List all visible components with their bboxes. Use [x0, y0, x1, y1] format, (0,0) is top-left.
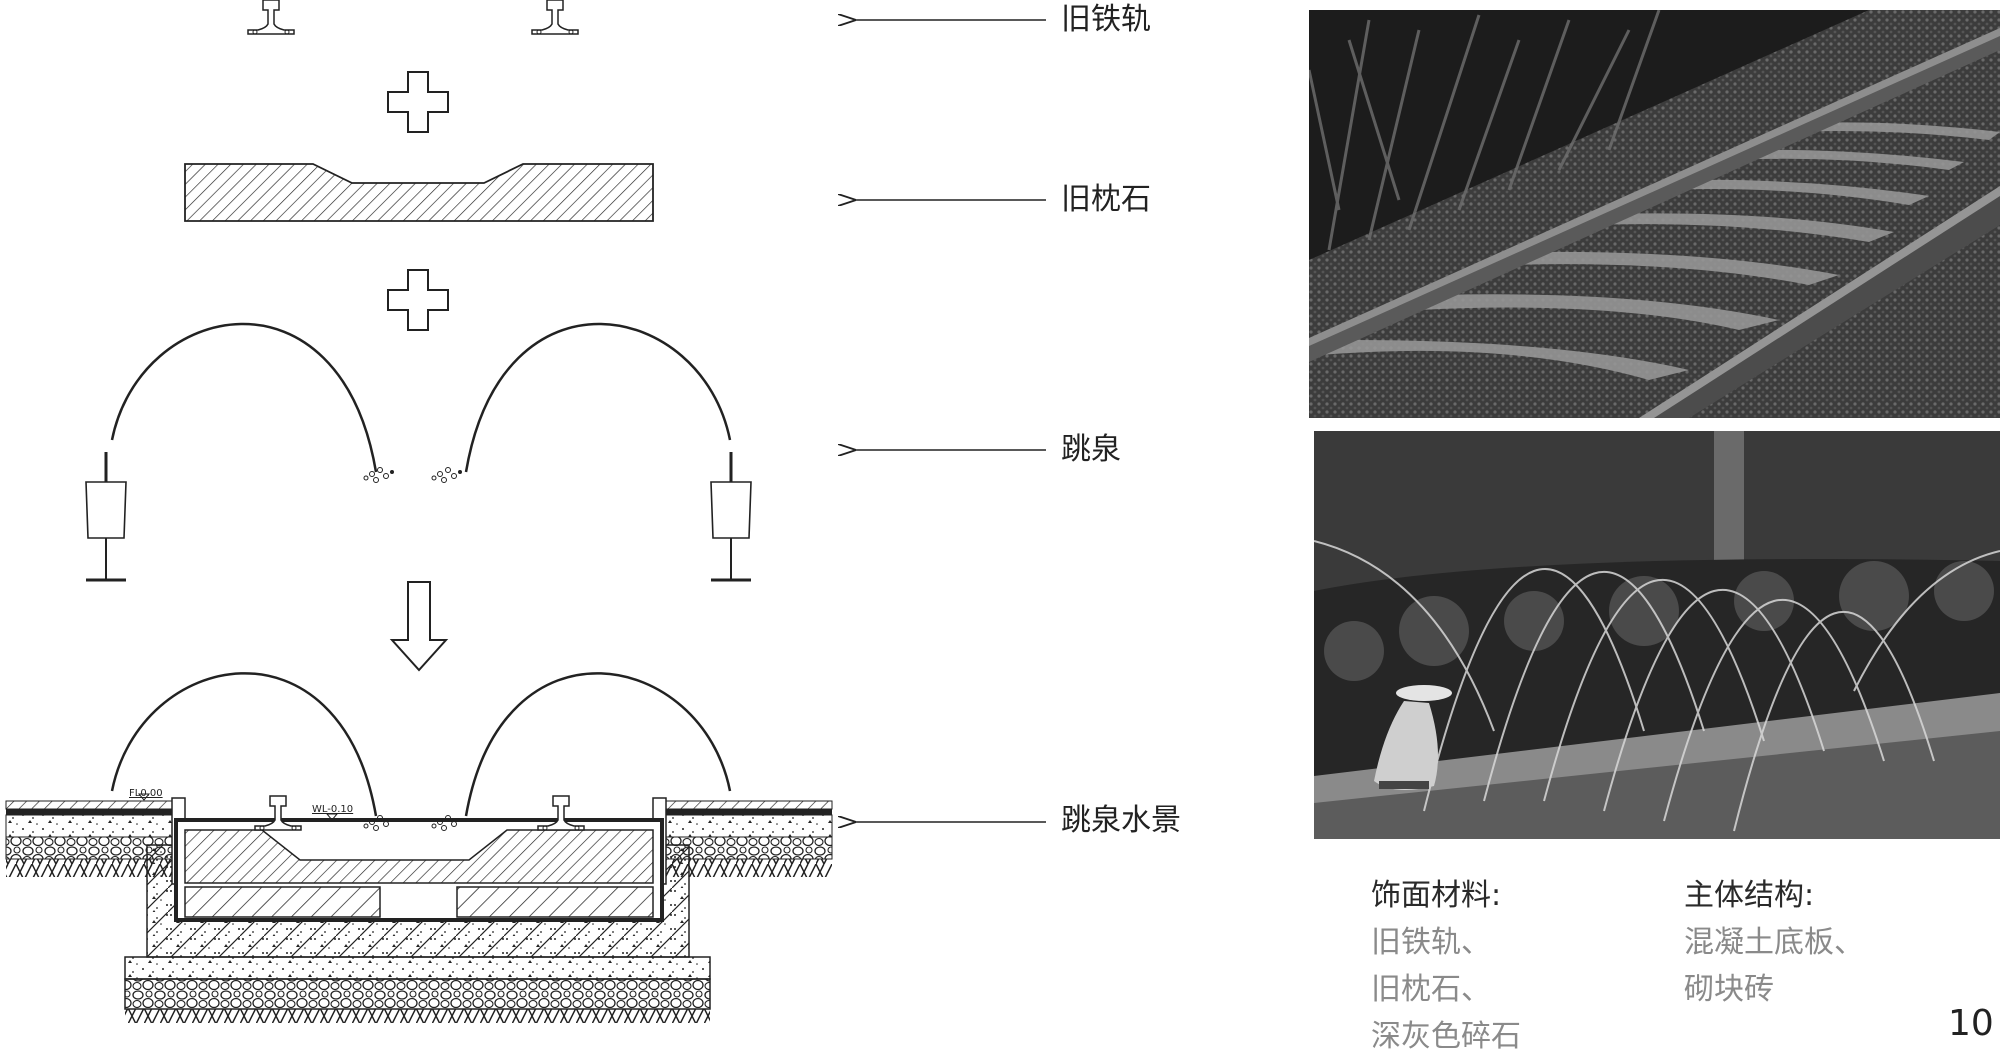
- fountain-photo: [1314, 431, 2000, 839]
- finish-material-item: 深灰色碎石: [1371, 1019, 1521, 1054]
- nozzle-right: [709, 450, 753, 582]
- child-figure: [1374, 685, 1452, 790]
- finish-material-item: 旧枕石、: [1371, 972, 1491, 1007]
- label-sleeper: 旧枕石: [1061, 182, 1151, 217]
- structure-item: 混凝土底板、: [1684, 925, 1864, 960]
- water-drops: [363, 467, 395, 483]
- finish-material-item: 旧铁轨、: [1371, 925, 1491, 960]
- label-rail: 旧铁轨: [1061, 2, 1151, 37]
- sleeper-block: [184, 163, 654, 222]
- water-drops: [431, 467, 463, 483]
- finish-materials-title: 饰面材料:: [1371, 878, 1502, 913]
- fountain-construction-diagram: FL0.00 WL-0.10: [5, 0, 1046, 1023]
- label-fountain-feature: 跳泉水景: [1061, 803, 1181, 838]
- structure-item: 砌块砖: [1684, 972, 1774, 1007]
- rail-icon-right: [531, 0, 579, 35]
- fountain-section: FL0.00 WL-0.10: [5, 672, 833, 1023]
- page-number: 10: [1948, 1003, 1994, 1044]
- plus-icon: [387, 71, 449, 133]
- fountain-arcs: [110, 322, 732, 473]
- main-structure-title: 主体结构:: [1684, 878, 1815, 913]
- plus-icon: [387, 269, 449, 331]
- water-level-mark: WL-0.10: [312, 804, 353, 815]
- finish-materials: 饰面材料: 旧铁轨、 旧枕石、 深灰色碎石: [1371, 872, 1521, 1060]
- nozzle-left: [84, 450, 128, 582]
- label-fountain: 跳泉: [1061, 432, 1121, 467]
- down-arrow-icon: [389, 581, 449, 672]
- railway-track-photo: [1309, 10, 2000, 418]
- leader-arrows: [856, 20, 1046, 822]
- rail-icon-left: [247, 0, 295, 35]
- main-structure: 主体结构: 混凝土底板、 砌块砖: [1684, 872, 1864, 1013]
